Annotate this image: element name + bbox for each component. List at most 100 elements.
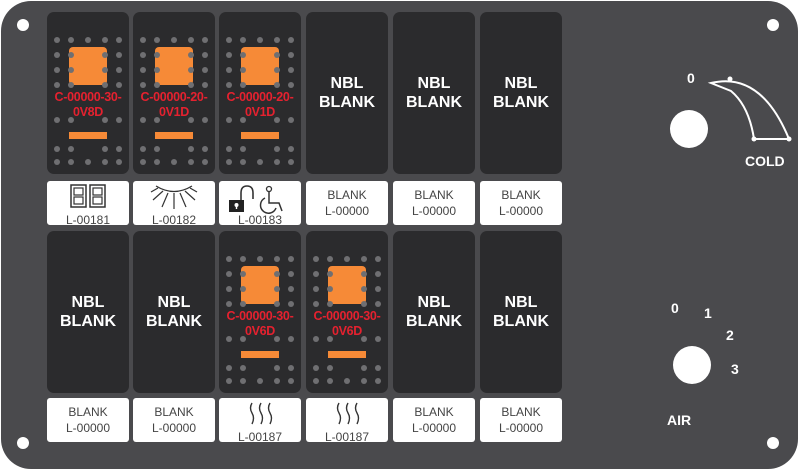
indicator-led-dot — [154, 159, 160, 165]
blank-switch-12: NBL BLANK — [480, 231, 562, 393]
indicator-led-dot — [226, 378, 232, 384]
switch-code: C-00000-30-0V6D — [313, 309, 381, 338]
indicator-led-dot — [116, 146, 122, 152]
indicator-led-dot — [116, 67, 122, 73]
indicator-led-dot — [140, 52, 146, 58]
indicator-led-dot — [288, 146, 294, 152]
indicator-led-dot — [274, 159, 280, 165]
indicator-led-dot — [240, 37, 246, 43]
label-title: BLANK — [154, 405, 194, 419]
indicator-led-dot — [375, 286, 381, 292]
air-label: AIR — [667, 412, 692, 428]
indicator-led-dot — [102, 52, 108, 58]
label-4: BLANK L-00000 — [306, 181, 388, 225]
indicator-led-dot — [202, 52, 208, 58]
indicator-led-dot — [102, 159, 108, 165]
label-7: BLANK L-00000 — [47, 398, 129, 442]
indicator-led-dot — [226, 286, 232, 292]
indicator-led-dot — [226, 37, 232, 43]
indicator-led-dot — [240, 146, 246, 152]
indicator-led-dot — [313, 378, 319, 384]
indicator-led-dot — [102, 37, 108, 43]
indicator-led-dot — [288, 117, 294, 123]
indicator-led-dot — [240, 52, 246, 58]
indicator-led-dot — [274, 52, 280, 58]
label-code: L-00000 — [411, 204, 457, 218]
indicator-led-dot — [240, 159, 246, 165]
label-code: L-00182 — [151, 213, 197, 227]
indicator-led-dot — [68, 159, 74, 165]
indicator-led-dot — [140, 159, 146, 165]
rocker-button[interactable] — [241, 47, 279, 85]
indicator-bar — [241, 132, 279, 139]
indicator-led-dot — [226, 146, 232, 152]
rocker-switch-3[interactable]: C-00000-20-0V1D — [219, 12, 301, 174]
indicator-led-dot — [313, 256, 319, 262]
indicator-led-dot — [154, 117, 160, 123]
indicator-led-dot — [240, 301, 246, 307]
indicator-led-dot — [54, 146, 60, 152]
indicator-led-dot — [202, 117, 208, 123]
indicator-led-dot — [54, 67, 60, 73]
indicator-led-dot — [327, 256, 333, 262]
label-code: L-00187 — [237, 430, 283, 444]
indicator-led-dot — [375, 256, 381, 262]
indicator-led-dot — [274, 336, 280, 342]
indicator-led-dot — [68, 67, 74, 73]
blank-text: NBL BLANK — [406, 75, 462, 111]
rocker-button[interactable] — [69, 47, 107, 85]
switch-code: C-00000-30-0V8D — [54, 90, 122, 119]
temperature-knob[interactable] — [670, 110, 708, 148]
label-10: L-00187 — [306, 398, 388, 444]
rocker-switch-10[interactable]: C-00000-30-0V6D — [306, 231, 388, 393]
double-rocker-icon — [70, 184, 106, 208]
indicator-led-dot — [288, 256, 294, 262]
indicator-led-dot — [257, 256, 263, 262]
indicator-led-dot — [361, 301, 367, 307]
rocker-switch-9[interactable]: C-00000-30-0V6D — [219, 231, 301, 393]
label-title: BLANK — [68, 405, 108, 419]
blank-text: NBL BLANK — [146, 294, 202, 330]
indicator-led-dot — [288, 82, 294, 88]
indicator-led-dot — [202, 159, 208, 165]
rocker-button[interactable] — [328, 266, 366, 304]
indicator-led-dot — [68, 82, 74, 88]
rocker-switch-1[interactable]: C-00000-30-0V8D — [47, 12, 129, 174]
indicator-led-dot — [171, 37, 177, 43]
indicator-led-dot — [188, 117, 194, 123]
rocker-switch-2[interactable]: C-00000-20-0V1D — [133, 12, 215, 174]
indicator-led-dot — [102, 82, 108, 88]
blank-text: NBL BLANK — [60, 294, 116, 330]
indicator-led-dot — [102, 67, 108, 73]
heat-waves-icon — [249, 402, 273, 425]
temp-zero-label: 0 — [687, 70, 695, 86]
indicator-led-dot — [226, 256, 232, 262]
indicator-led-dot — [274, 286, 280, 292]
indicator-led-dot — [54, 37, 60, 43]
indicator-led-dot — [375, 301, 381, 307]
mounting-hole-bottom-right — [767, 437, 779, 449]
indicator-led-dot — [327, 365, 333, 371]
air-knob[interactable] — [673, 346, 711, 384]
indicator-led-dot — [116, 37, 122, 43]
label-8: BLANK L-00000 — [133, 398, 215, 442]
indicator-led-dot — [202, 82, 208, 88]
indicator-led-dot — [274, 82, 280, 88]
indicator-led-dot — [226, 365, 232, 371]
indicator-led-dot — [188, 146, 194, 152]
blank-text: NBL BLANK — [319, 75, 375, 111]
indicator-led-dot — [313, 336, 319, 342]
indicator-led-dot — [288, 365, 294, 371]
indicator-led-dot — [288, 159, 294, 165]
indicator-led-dot — [140, 117, 146, 123]
indicator-led-dot — [240, 82, 246, 88]
label-code: L-00000 — [498, 204, 544, 218]
label-code: L-00000 — [151, 421, 197, 435]
indicator-led-dot — [361, 256, 367, 262]
indicator-led-dot — [361, 378, 367, 384]
air-position-1: 1 — [704, 305, 712, 321]
rocker-button[interactable] — [241, 266, 279, 304]
rocker-button[interactable] — [155, 47, 193, 85]
indicator-led-dot — [361, 365, 367, 371]
indicator-led-dot — [375, 336, 381, 342]
